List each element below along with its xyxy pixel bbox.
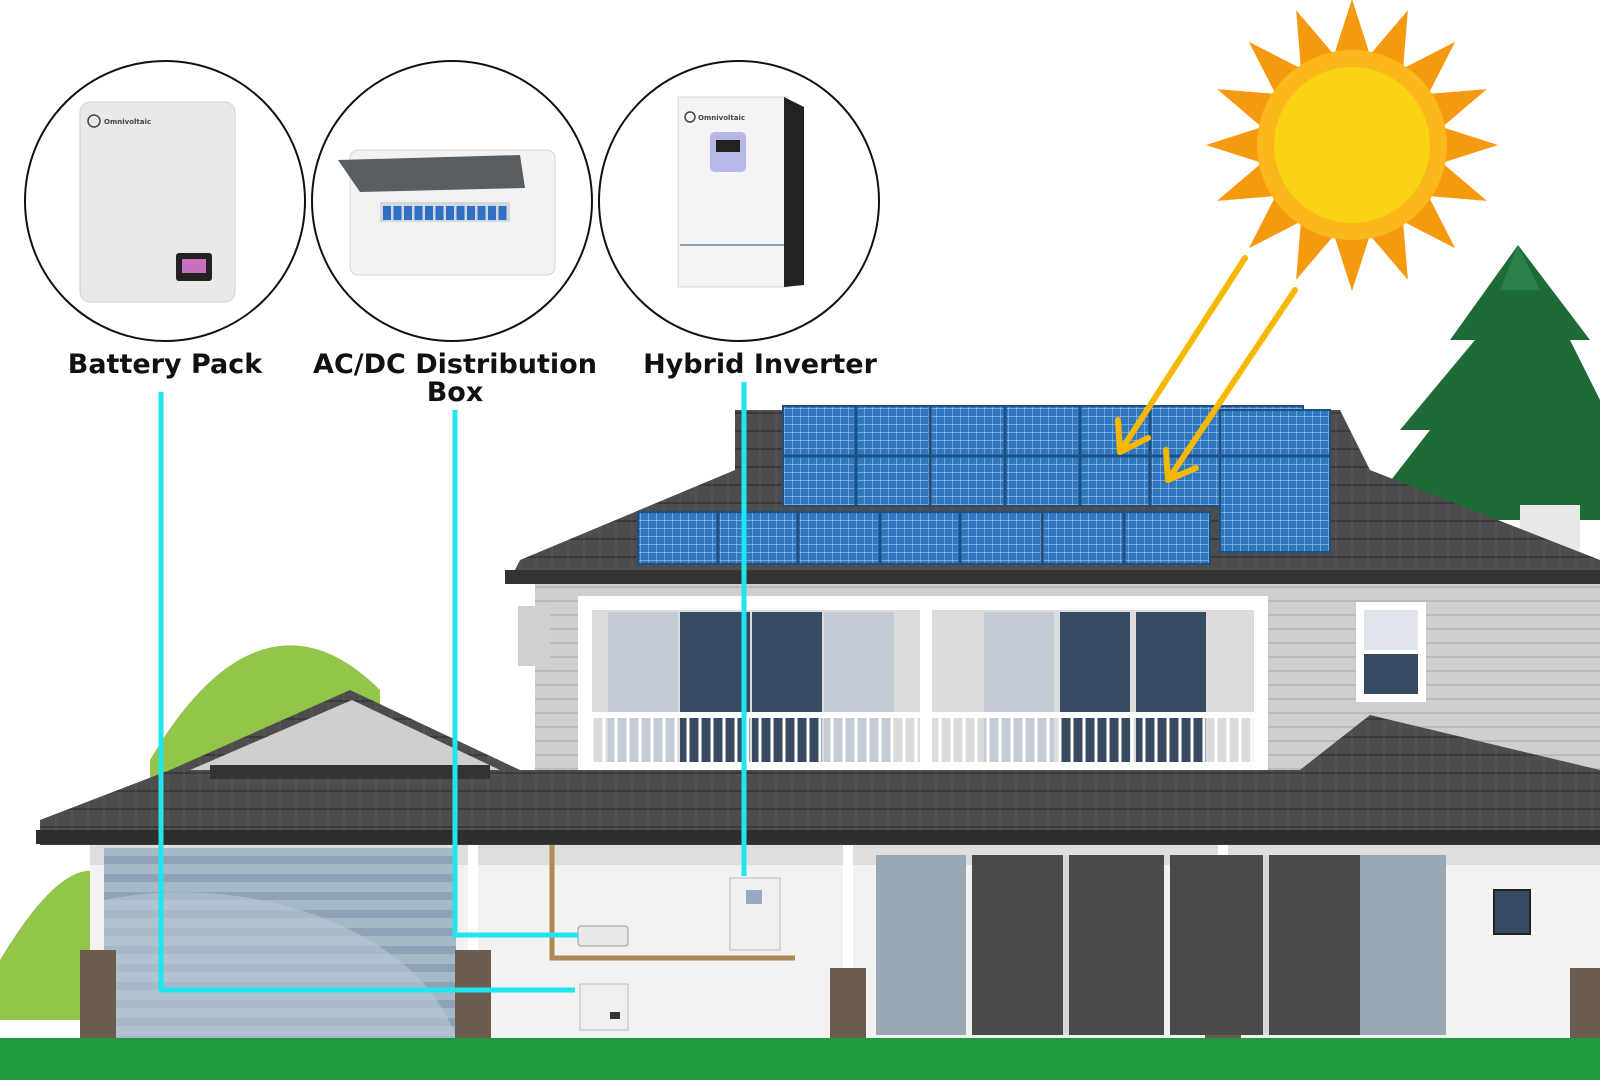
lower-floor [80,845,1600,1040]
hybrid-inverter-label: Hybrid Inverter [643,349,877,380]
inverter-brand: Omnivoltaic [698,114,745,122]
distribution-box-circle [311,60,593,342]
battery-brand: Omnivoltaic [104,118,151,126]
wall-devices [577,877,781,1031]
solar-array-upper [782,405,1331,553]
distribution-box-label-line1: AC/DC Distribution [313,349,597,380]
battery-pack-label: Battery Pack [67,349,263,380]
hybrid-inverter-circle: Omnivoltaic [598,60,880,342]
distribution-box-label-line2: Box [426,377,484,408]
pine-tree [1360,245,1600,520]
grass [0,1038,1600,1080]
sun-ray-arrows [1115,255,1298,483]
sun-icon [1206,0,1498,291]
upper-floor [518,584,1600,784]
solar-array-lower [637,511,1211,565]
lower-roof [36,690,1600,845]
distribution-box-label: AC/DC Distribution Box [300,351,610,407]
battery-pack-circle: Omnivoltaic [24,60,306,342]
connector-lines [158,382,747,993]
